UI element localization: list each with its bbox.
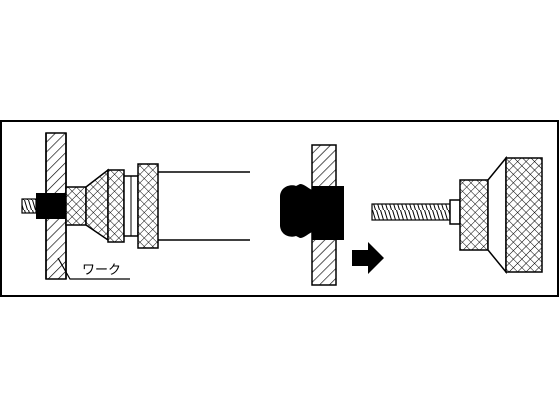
work-leader-line (57, 257, 130, 280)
installed-insert (280, 184, 344, 240)
tool-assembly: ワーク (21, 132, 250, 280)
right-arrow-icon (352, 242, 384, 274)
removed-collar (449, 199, 461, 225)
removed-knob (505, 157, 543, 273)
removed-mandrel-thread (371, 203, 451, 221)
knurled-nut (107, 169, 125, 243)
knurled-sleeve (137, 163, 159, 249)
removed-tool (371, 155, 543, 275)
insert-body (36, 193, 66, 219)
nose-piece (65, 186, 87, 226)
removed-knurled-section (459, 179, 489, 251)
mandrel-thread (21, 198, 37, 214)
work-label: ワーク (82, 263, 121, 278)
installed-insert-detail (280, 144, 384, 286)
